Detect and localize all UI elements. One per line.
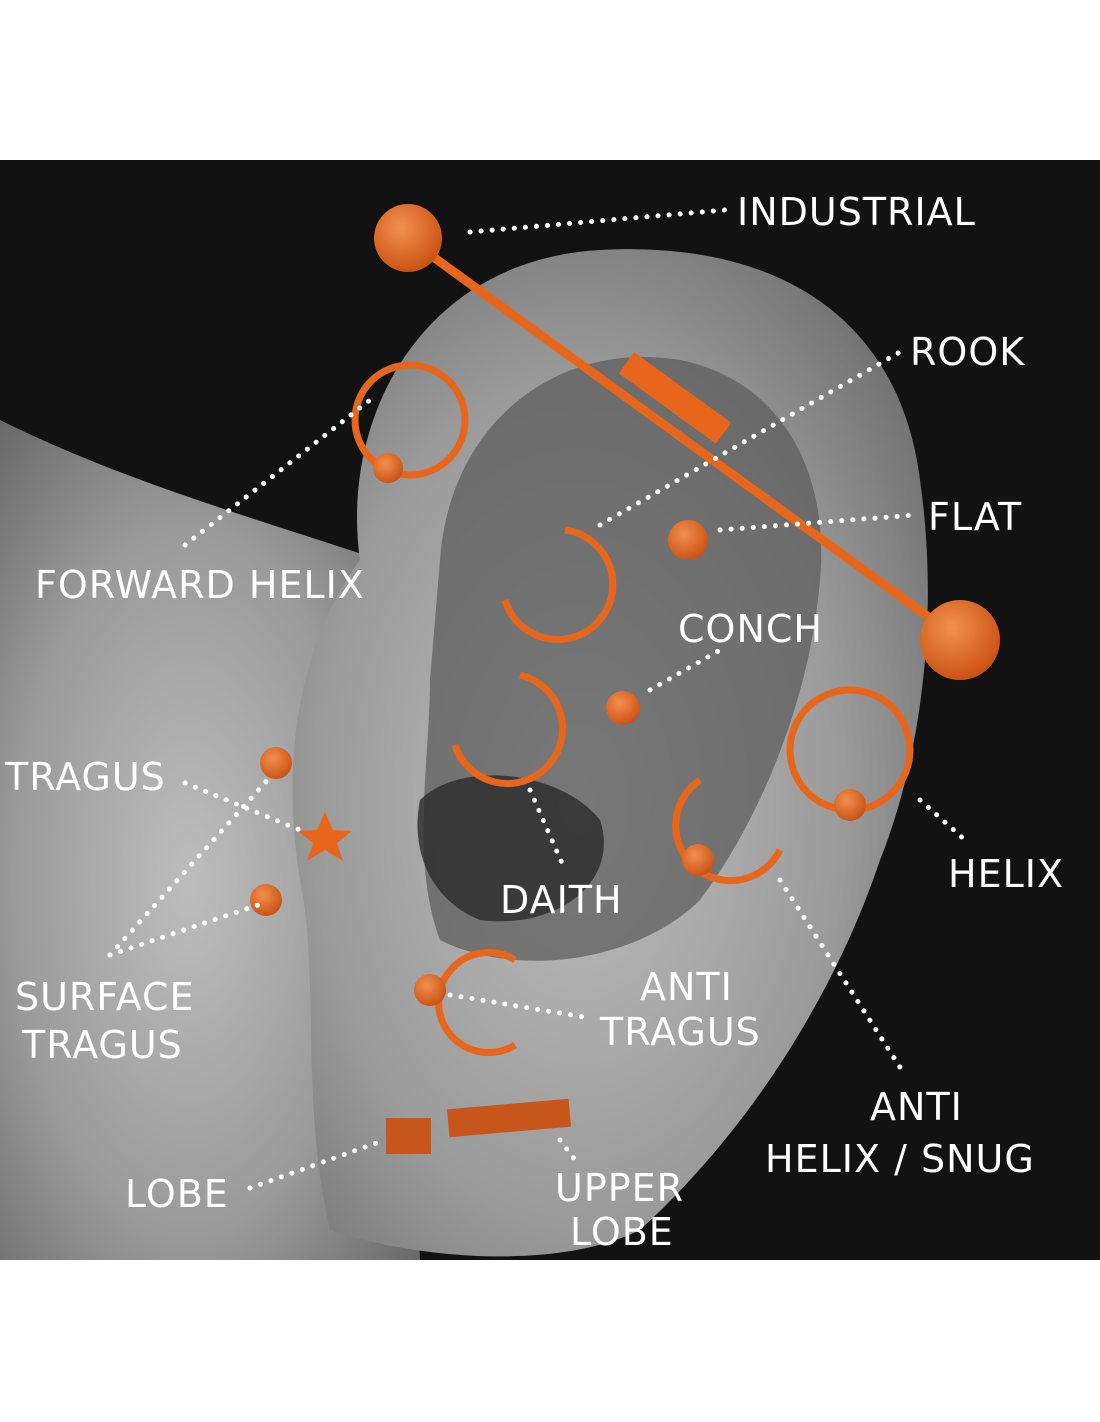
rook-ring xyxy=(501,526,617,643)
label-anti-helix-line2: HELIX / SNUG xyxy=(765,1137,1035,1181)
lobe-stud xyxy=(386,1118,431,1154)
label-flat: FLAT xyxy=(928,495,1022,539)
label-conch: CONCH xyxy=(678,607,823,651)
label-anti-tragus-line1: ANTI xyxy=(640,965,733,1009)
label-tragus: TRAGUS xyxy=(4,755,166,799)
label-forward-helix: FORWARD HELIX xyxy=(35,563,365,607)
label-anti-tragus-line2: TRAGUS xyxy=(599,1010,761,1054)
surface-tragus-stud xyxy=(250,884,282,916)
conch-stud xyxy=(606,691,640,725)
snug-ring xyxy=(672,777,784,885)
label-lobe: LOBE xyxy=(125,1172,229,1216)
helix-ring xyxy=(786,686,914,821)
tragus-star xyxy=(298,812,352,861)
label-rook: ROOK xyxy=(910,330,1025,374)
label-surface-tragus-line2: TRAGUS xyxy=(21,1023,183,1067)
forward-helix-ring xyxy=(351,361,469,483)
ear-piercing-diagram: INDUSTRIAL ROOK FLAT FORWARD HELIX CONCH… xyxy=(0,160,1100,1260)
daith-ring xyxy=(451,671,566,787)
label-upper-lobe-line2: LOBE xyxy=(570,1210,674,1254)
label-surface-tragus-line1: SURFACE xyxy=(15,975,195,1019)
flat-stud xyxy=(668,520,708,560)
label-helix: HELIX xyxy=(948,852,1064,896)
label-anti-helix-line1: ANTI xyxy=(870,1085,963,1129)
industrial-barbell xyxy=(374,204,1000,680)
anti-tragus-ring xyxy=(414,949,517,1056)
leader-lines xyxy=(107,207,968,1191)
label-industrial: INDUSTRIAL xyxy=(737,190,976,234)
ear-canal xyxy=(417,775,604,922)
label-daith: DAITH xyxy=(500,878,623,922)
upper-lobe-bar xyxy=(447,1098,571,1138)
label-upper-lobe-line1: UPPER xyxy=(555,1166,684,1210)
tragus-stud xyxy=(260,747,292,779)
